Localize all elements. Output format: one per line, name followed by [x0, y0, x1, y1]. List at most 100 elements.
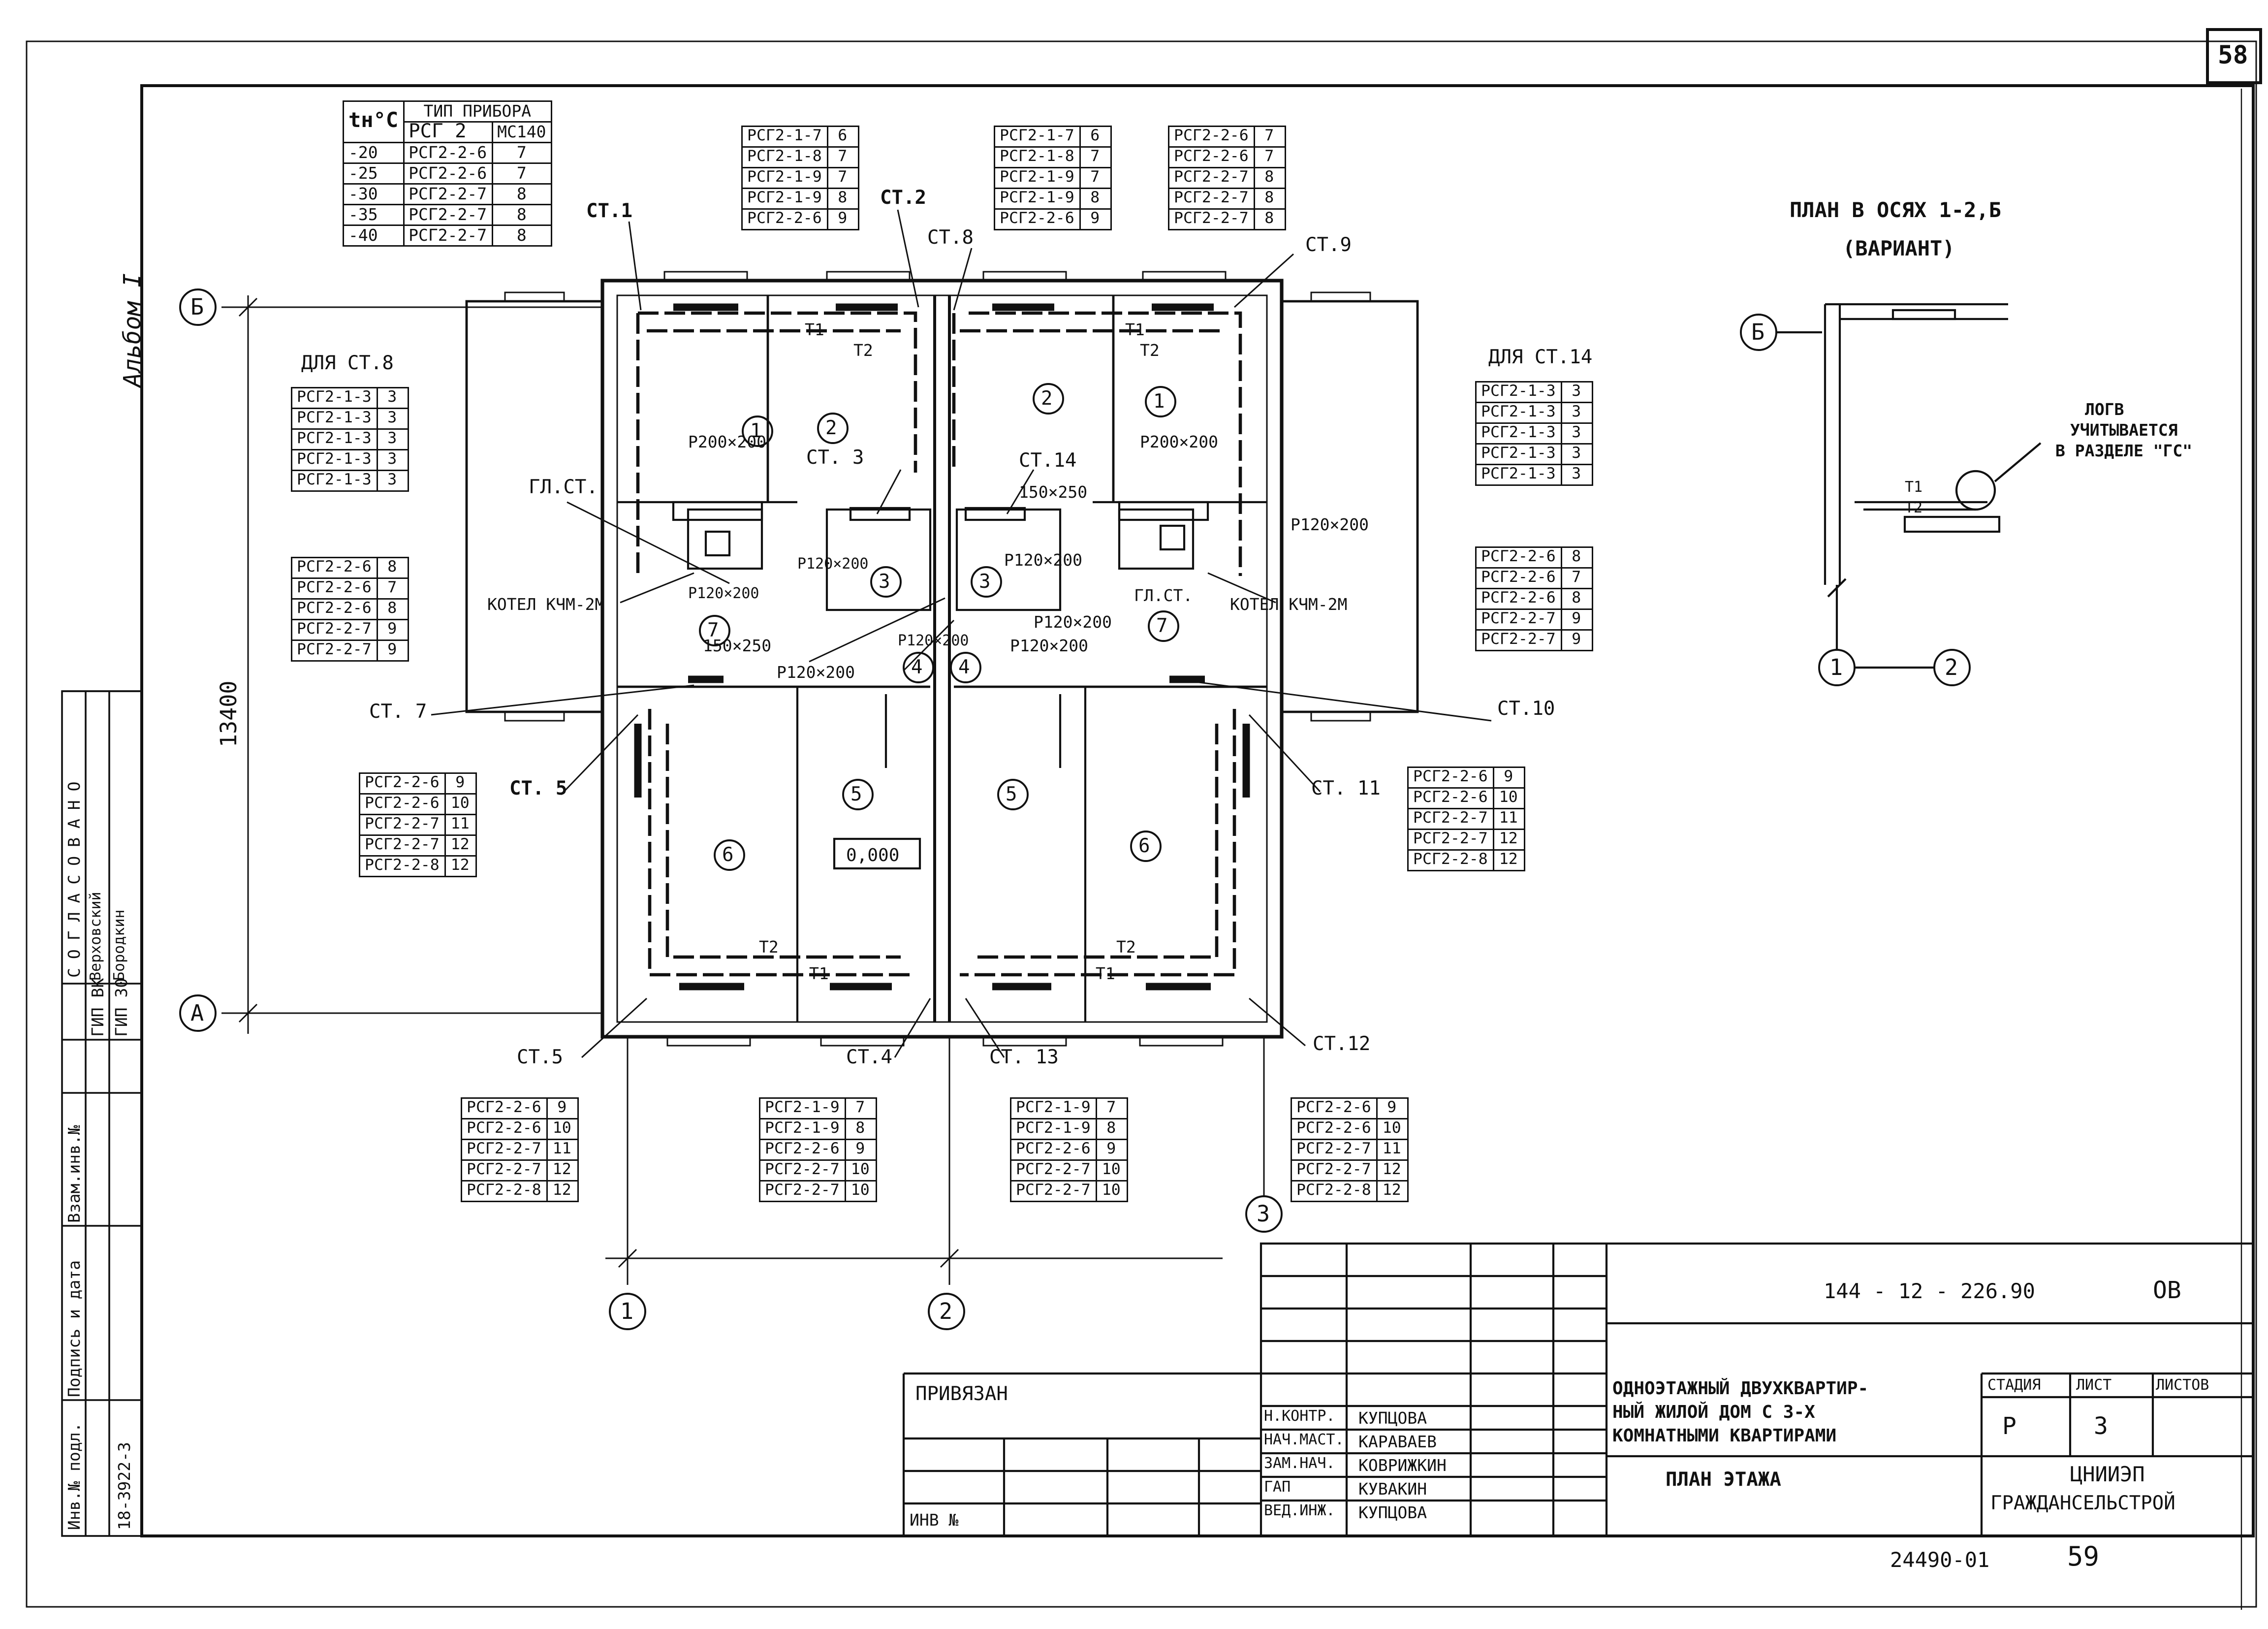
grille-label: Р120×200 [688, 586, 759, 603]
stage-value: Р [2002, 1412, 2016, 1440]
person-name: КУПЦОВА [1358, 1409, 1427, 1428]
riser-st5a: СТ. 5 [509, 778, 567, 800]
heading-for-st14: ДЛЯ СТ.14 [1488, 347, 1593, 369]
inset-title: ПЛАН В ОСЯХ 1-2,Б [1790, 199, 2001, 223]
stamp-gip-vk-name: Верховский [89, 892, 105, 981]
axis-a: А [190, 1000, 204, 1026]
riser-st2: СТ.2 [880, 188, 926, 210]
grille-label: 150×250 [703, 637, 772, 656]
inset-axis-1: 1 [1829, 654, 1843, 681]
riser-st11: СТ. 11 [1311, 778, 1381, 800]
axis-3: 3 [1257, 1201, 1270, 1227]
room-number: 2 [1041, 388, 1053, 411]
riser-st7: СТ. 7 [369, 702, 427, 724]
heading-for-st8: ДЛЯ СТ.8 [301, 353, 394, 375]
inset-pipe-t1: Т1 [1905, 480, 1923, 496]
riser-st9: СТ.9 [1305, 235, 1352, 257]
inset-note: В РАЗДЕЛЕ "ГС" [2055, 442, 2193, 461]
grille-label: Р120×200 [797, 557, 869, 573]
pipe-label-t1: Т1 [805, 320, 824, 340]
riser-st3: СТ. 3 [806, 447, 864, 470]
pipe-label-t2: Т2 [1140, 341, 1160, 360]
stamp-sign-date: Подпись и дата [65, 1260, 84, 1397]
boiler-right-label: КОТЕЛ КЧМ-2М [1230, 595, 1348, 614]
role: Н.КОНТР. [1264, 1409, 1335, 1425]
grille-label: Р200×200 [1140, 433, 1218, 452]
riser-st12: СТ.12 [1313, 1034, 1371, 1056]
riser-st1: СТ.1 [586, 201, 632, 223]
pipe-label-t1: Т1 [809, 964, 829, 984]
room-number: 3 [979, 572, 991, 594]
pipe-label-t1: Т1 [1096, 964, 1115, 984]
stamp-agreed: СОГЛАСОВАНО [65, 772, 84, 978]
inset-note: УЧИТЫВАЕТСЯ [2070, 421, 2178, 440]
inset-subtitle: (ВАРИАНТ) [1843, 238, 1955, 261]
grille-label: Р120×200 [777, 663, 855, 682]
stamp-inv-orig: Инв.№ подл. [65, 1422, 84, 1530]
axis-b: Б [190, 294, 204, 320]
project-title: ОДНОЭТАЖНЫЙ ДВУХКВАРТИР- [1612, 1378, 1869, 1399]
archive-number: 24490-01 [1890, 1549, 1990, 1573]
stamp-inv-value: 18-3922-3 [115, 1442, 134, 1530]
org-name: ЦНИИЭП [2070, 1464, 2145, 1487]
role: НАЧ.МАСТ. [1264, 1433, 1344, 1449]
inset-note: ЛОГВ [2085, 400, 2124, 419]
stamp-gip-vk: ГИП ВК [89, 978, 108, 1037]
grille-label: Р120×200 [1010, 637, 1088, 656]
riser-st4: СТ.4 [846, 1047, 892, 1069]
axis-2: 2 [939, 1298, 953, 1325]
grille-label: Р120×200 [898, 634, 969, 650]
room-number: 4 [911, 657, 923, 679]
riser-st5b: СТ.5 [517, 1047, 563, 1069]
stamp-inv-repl: Взам.инв.№ [65, 1125, 84, 1223]
room-number: 4 [958, 657, 970, 679]
riser-st13: СТ. 13 [989, 1047, 1059, 1069]
room-number: 1 [750, 421, 762, 443]
room-number: 3 [879, 572, 890, 594]
grille-label: Р120×200 [1034, 613, 1112, 632]
riser-st8: СТ.8 [927, 227, 974, 250]
stage-header: СТАДИЯ [1987, 1378, 2041, 1394]
project-title: КОМНАТНЫМИ КВАРТИРАМИ [1612, 1425, 1837, 1446]
